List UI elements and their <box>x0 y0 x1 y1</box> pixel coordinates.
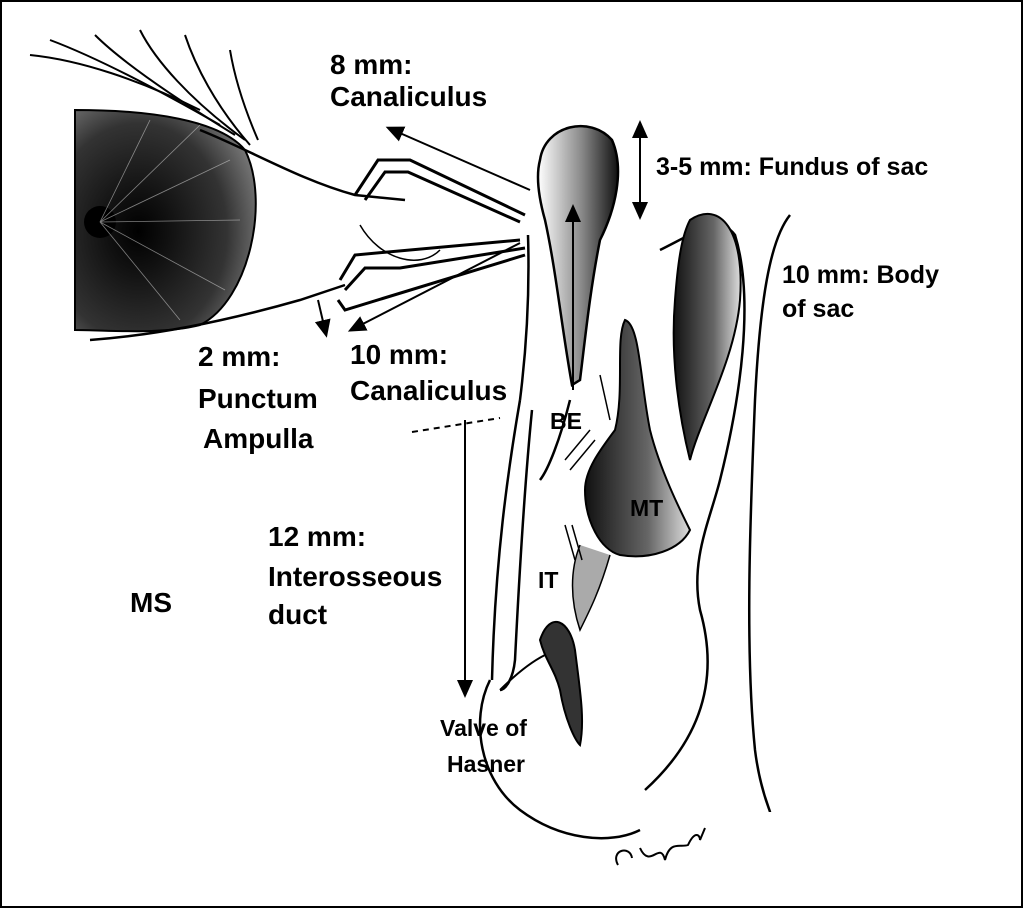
measurement-arrows <box>314 120 648 698</box>
punctum-label-1: 2 mm: <box>198 341 281 372</box>
lower-canaliculus-label-2: Canaliculus <box>350 375 508 406</box>
inferior-turbinate <box>538 620 584 748</box>
body-of-sac-label-1: 10 mm: Body <box>782 261 939 289</box>
body-of-sac-label-2: of sac <box>782 295 855 323</box>
upper-canaliculus-arrow <box>385 126 531 191</box>
valve-label-1: Valve of <box>440 715 527 741</box>
eyelid-margins <box>89 128 441 342</box>
artist-signature <box>615 827 706 866</box>
lower-canaliculus-arrow <box>347 242 521 332</box>
lacrimal-sac <box>518 124 620 401</box>
it-label: IT <box>538 567 559 593</box>
duct-dash <box>411 417 501 433</box>
punctum-label-2: Punctum <box>198 383 318 414</box>
superior-concha <box>672 213 742 461</box>
interosseous-label-1: 12 mm: <box>268 521 367 552</box>
mt-label: MT <box>630 495 664 521</box>
interosseous-label-3: duct <box>268 599 328 630</box>
punctum-arrow <box>314 299 331 338</box>
middle-turbinate <box>571 318 692 632</box>
hatch-marks <box>564 374 611 561</box>
canaliculi <box>336 158 526 312</box>
upper-canaliculus-label-2: Canaliculus <box>330 81 488 112</box>
eye-globe <box>74 108 257 333</box>
upper-canaliculus-label-1: 8 mm: <box>330 49 413 80</box>
interosseous-label-2: Interosseous <box>268 561 443 592</box>
fundus-label: 3-5 mm: Fundus of sac <box>656 153 929 181</box>
ms-label: MS <box>130 587 172 618</box>
be-label: BE <box>550 408 582 434</box>
lower-canaliculus-label-1: 10 mm: <box>350 339 449 370</box>
valve-label-2: Hasner <box>447 751 525 777</box>
eyelashes <box>29 29 259 146</box>
punctum-label-3: Ampulla <box>203 423 314 454</box>
